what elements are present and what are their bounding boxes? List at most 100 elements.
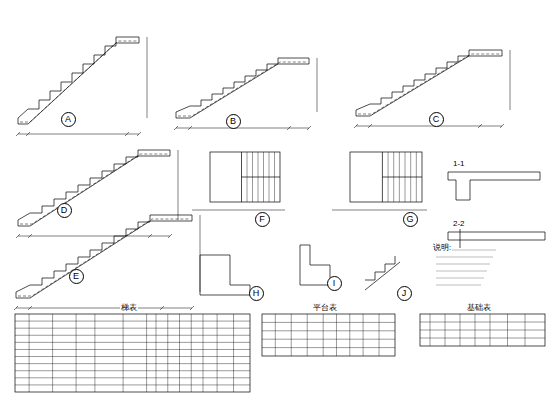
tread-line: [263, 152, 264, 202]
table-col: [146, 314, 147, 392]
table-frame: [15, 314, 250, 392]
table-col: [379, 314, 380, 356]
table-col: [217, 314, 218, 392]
dimension-tick: [125, 132, 129, 136]
slab-end: [502, 50, 503, 56]
dimension-line: [192, 210, 285, 211]
stair-steps: [176, 58, 309, 112]
table-col: [233, 314, 234, 392]
stair-steps: [16, 215, 192, 292]
dimension-tick: [174, 126, 178, 130]
table-row: [15, 349, 250, 350]
beam-section: [448, 172, 540, 200]
table-col: [525, 314, 526, 346]
table-row: [262, 322, 395, 323]
table-col: [156, 314, 157, 392]
table-col: [363, 314, 364, 356]
table-col: [203, 314, 204, 392]
table-col: [52, 314, 53, 392]
slab-section: [448, 232, 545, 240]
tread-line: [252, 152, 253, 202]
table-row: [15, 328, 250, 329]
table-col: [191, 314, 192, 392]
dimension-line: [18, 236, 170, 237]
table-col: [336, 314, 337, 356]
dimension-tick: [354, 124, 358, 128]
detail-i: [300, 245, 330, 285]
note-line: [436, 271, 487, 272]
table-row: [15, 363, 250, 364]
dimension-line: [178, 150, 179, 220]
tread-line: [247, 152, 248, 202]
dimension-line: [332, 210, 427, 211]
table-col: [123, 314, 124, 392]
table-row: [15, 321, 250, 322]
dimension-tick: [28, 306, 32, 310]
table-col: [167, 314, 168, 392]
dimension-line: [510, 50, 511, 110]
table-col: [490, 314, 491, 346]
dimension-tick: [190, 306, 194, 310]
slab-end: [192, 215, 193, 221]
dimension-tick: [368, 124, 372, 128]
dimension-tick: [16, 234, 20, 238]
dimension-tick: [148, 234, 152, 238]
stair-slab: [16, 221, 192, 298]
table-title: 梯表: [120, 304, 138, 313]
slab-end: [176, 112, 177, 118]
table-row: [15, 342, 250, 343]
callout-letter: I: [333, 279, 336, 288]
detail-callout: I: [327, 276, 342, 291]
detail-callout: G: [403, 212, 418, 227]
tread-line: [410, 152, 411, 202]
dimension-line: [317, 58, 318, 112]
dimension-line: [18, 134, 139, 135]
table-row: [420, 330, 545, 331]
tread-line: [388, 152, 389, 202]
detail-callout: C: [429, 112, 444, 127]
table-col: [507, 314, 508, 346]
tread-line: [258, 152, 259, 202]
table-row: [262, 339, 395, 340]
dimension-tick: [500, 124, 504, 128]
linework: [14, 37, 545, 392]
table-row: [15, 356, 250, 357]
support: [460, 226, 461, 248]
well-line: [382, 177, 422, 178]
stair-plan: [350, 152, 422, 202]
dimension-tick: [137, 132, 141, 136]
rebar: [20, 41, 137, 122]
stair-slab: [18, 156, 170, 226]
table-frame: [420, 314, 545, 346]
stair-steps: [18, 150, 170, 220]
callout-letter: F: [259, 215, 265, 224]
tread-line: [269, 152, 270, 202]
table-row: [15, 335, 250, 336]
dimension-tick: [188, 126, 192, 130]
table-row: [262, 347, 395, 348]
table-col: [179, 314, 180, 392]
callout-letter: J: [402, 289, 407, 298]
callout-letter: D: [61, 206, 68, 215]
table-col: [349, 314, 350, 356]
table-col: [275, 314, 276, 356]
table-row: [420, 322, 545, 323]
tread-line: [416, 152, 417, 202]
dimension-tick: [168, 234, 172, 238]
table-col: [323, 314, 324, 356]
section-label: 2-2: [452, 220, 466, 229]
callout-letter: A: [65, 115, 71, 124]
well-line: [242, 177, 281, 178]
callout-letter: B: [230, 117, 236, 126]
rebar: [178, 62, 307, 116]
table-col: [430, 314, 431, 346]
table-col: [445, 314, 446, 346]
detail-j: [365, 256, 395, 280]
dimension-tick: [287, 126, 291, 130]
callout-letter: H: [253, 289, 260, 298]
note-line: [436, 257, 493, 258]
table-row: [420, 338, 545, 339]
table-title: 平台表: [312, 304, 338, 313]
tread-line: [405, 152, 406, 202]
